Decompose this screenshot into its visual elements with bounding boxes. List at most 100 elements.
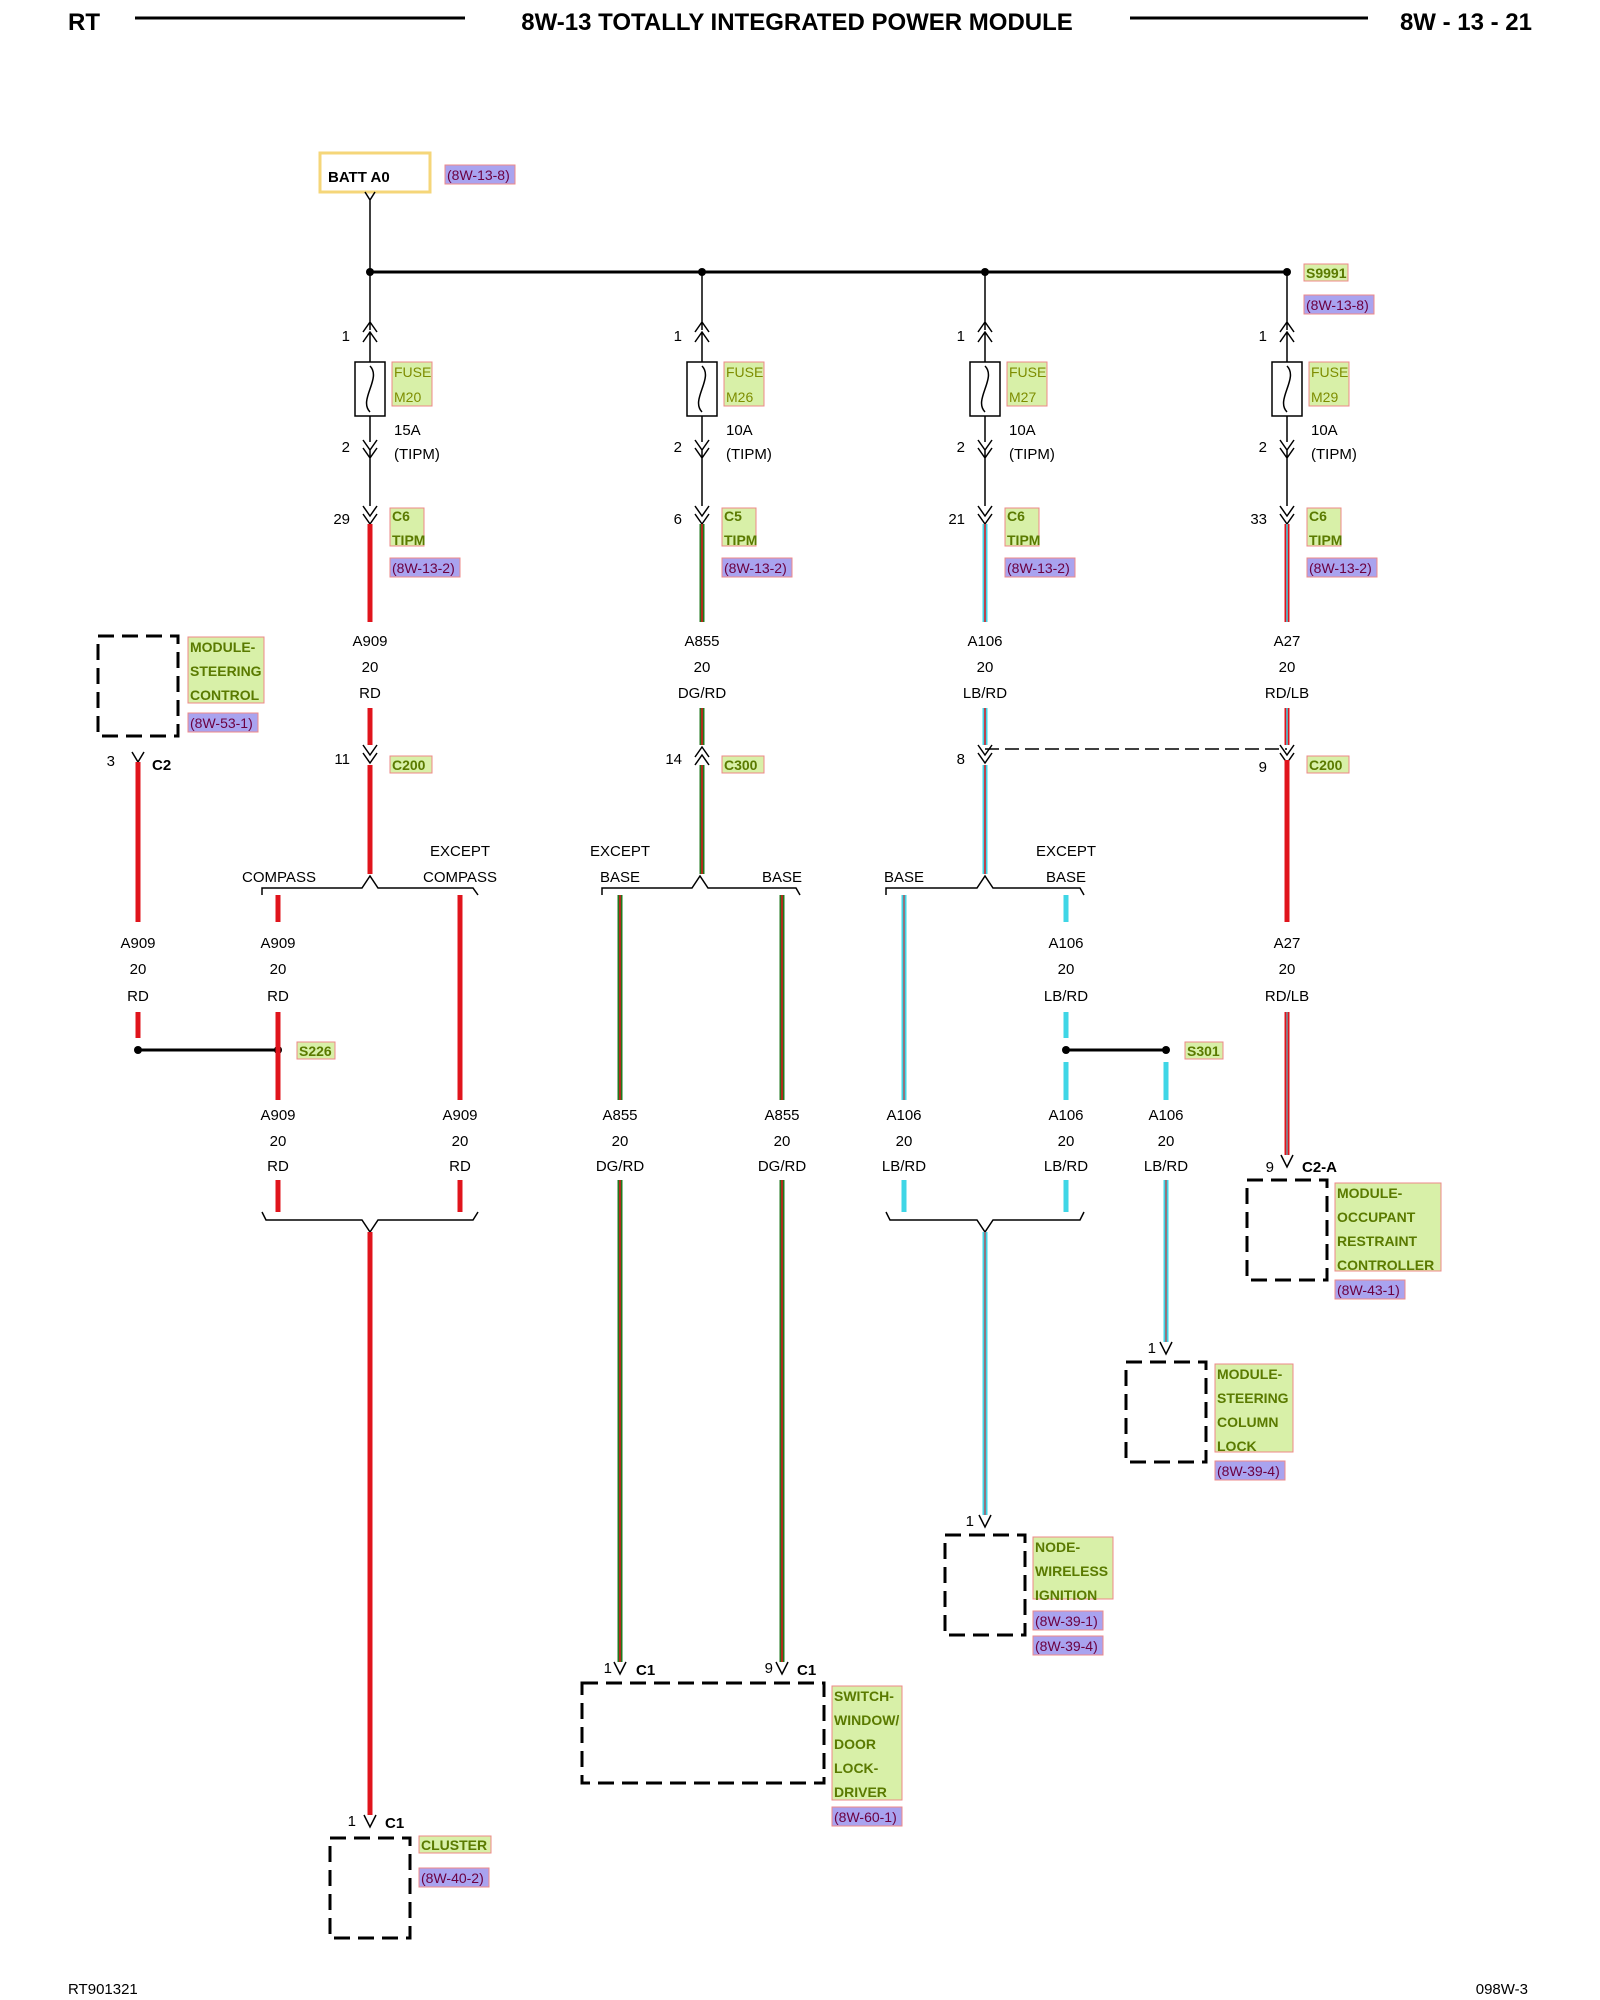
steering-control-pin: 3 bbox=[107, 753, 115, 770]
window-label-line: DOOR bbox=[834, 1736, 876, 1752]
fuse-icon bbox=[365, 365, 375, 413]
s9991-box bbox=[1303, 263, 1349, 282]
node-wireless-ignition[interactable]: 1 NODE- WIRELESS IGNITION (8W-39-1) (8W-… bbox=[943, 1513, 1114, 1656]
wireless-ref-box bbox=[1032, 1610, 1104, 1631]
inline-cavity: 14 bbox=[665, 751, 682, 768]
terminal bbox=[1159, 1341, 1173, 1356]
fuse-label-box bbox=[1006, 361, 1048, 407]
wire-label: A909 bbox=[260, 935, 295, 952]
wire-gauge: 20 bbox=[362, 659, 379, 676]
connector-ref-box bbox=[721, 557, 793, 578]
switch-window-door-lock-driver[interactable]: 1 C1 9 C1 SWITCH- WINDOW/ DOOR LOCK- DRI… bbox=[580, 1660, 903, 1827]
steering-control-label-box bbox=[187, 636, 265, 704]
window-pin-a: 1 bbox=[604, 1660, 612, 1677]
window-label-line: LOCK- bbox=[834, 1760, 879, 1776]
fuse-pin-out: 2 bbox=[342, 439, 350, 456]
connector-ref[interactable]: (8W-13-2) bbox=[1007, 560, 1070, 576]
inline-conn-box bbox=[721, 755, 765, 774]
module-steering-control[interactable]: MODULE- STEERING CONTROL (8W-53-1) 3 C2 bbox=[96, 634, 265, 774]
wire-label: RD bbox=[267, 988, 289, 1005]
merge-brace-a909 bbox=[261, 1211, 479, 1234]
a106-harness: BASE EXCEPT BASE A106 20 LB/RD S301 A106… bbox=[882, 748, 1287, 1515]
batt-a0-label: BATT A0 bbox=[328, 169, 390, 186]
fuse-label-box bbox=[391, 361, 433, 407]
terminal bbox=[362, 272, 378, 362]
occupant-ref-box bbox=[1334, 1279, 1406, 1300]
inline-conn-box bbox=[389, 755, 433, 774]
wireless-ref-2[interactable]: (8W-39-4) bbox=[1035, 1638, 1098, 1654]
window-switch-box bbox=[580, 1681, 826, 1785]
page-title: 8W-13 TOTALLY INTEGRATED POWER MODULE bbox=[521, 9, 1073, 36]
s226-label: S226 bbox=[299, 1043, 332, 1059]
module-occupant-restraint-controller[interactable]: 9 C2-A MODULE- OCCUPANT RESTRAINT CONTRO… bbox=[1245, 1154, 1442, 1300]
wireless-ref-box bbox=[1032, 1635, 1104, 1656]
connector-ref[interactable]: (8W-13-2) bbox=[392, 560, 455, 576]
splice-node bbox=[1162, 1046, 1170, 1054]
terminal bbox=[1279, 505, 1295, 526]
window-ref-box bbox=[831, 1806, 903, 1827]
fuse-tipm: (TIPM) bbox=[726, 446, 772, 463]
steering-control-conn: C2 bbox=[152, 757, 171, 774]
option-base: BASE bbox=[884, 869, 924, 886]
fuse-label: FUSE bbox=[1311, 364, 1348, 380]
option-brace-base bbox=[601, 874, 801, 896]
connector-sub: TIPM bbox=[392, 532, 425, 548]
wire-gauge: 20 bbox=[1279, 659, 1296, 676]
connector-sub: TIPM bbox=[724, 532, 757, 548]
terminal bbox=[977, 505, 993, 526]
window-conn-b: C1 bbox=[797, 1662, 816, 1679]
wire-label: A909 bbox=[260, 1107, 295, 1124]
connector-ref[interactable]: (8W-13-2) bbox=[724, 560, 787, 576]
fuse-id: M20 bbox=[394, 389, 421, 405]
terminal bbox=[977, 416, 993, 506]
wire-label: 20 bbox=[1279, 961, 1296, 978]
s301-box bbox=[1184, 1041, 1224, 1060]
cluster-label: CLUSTER bbox=[421, 1837, 487, 1853]
column-lock-ref[interactable]: (8W-39-4) bbox=[1217, 1463, 1280, 1479]
footer-left: RT901321 bbox=[68, 1981, 138, 1998]
column-lock-label-line: MODULE- bbox=[1217, 1366, 1283, 1382]
wireless-ref-1[interactable]: (8W-39-1) bbox=[1035, 1613, 1098, 1629]
a27-lower-harness: A27 20 RD/LB bbox=[1265, 760, 1309, 1155]
window-ref[interactable]: (8W-60-1) bbox=[834, 1809, 897, 1825]
wire-label: 20 bbox=[1058, 961, 1075, 978]
connector-ref[interactable]: (8W-13-2) bbox=[1309, 560, 1372, 576]
a855-harness: EXCEPT BASE BASE A855 20 DG/RD A855 20 D… bbox=[590, 843, 806, 1662]
module-steering-column-lock[interactable]: 1 MODULE- STEERING COLUMN LOCK (8W-39-4) bbox=[1124, 1340, 1294, 1481]
connector-name: C5 bbox=[724, 508, 742, 524]
terminal bbox=[362, 744, 378, 765]
column-lock-box bbox=[1124, 1360, 1208, 1464]
wire-label: 20 bbox=[270, 1133, 287, 1150]
steering-control-line1: MODULE- bbox=[190, 639, 256, 655]
s9991-label: S9991 bbox=[1306, 265, 1347, 281]
cluster-ref[interactable]: (8W-40-2) bbox=[421, 1870, 484, 1886]
occupant-ref[interactable]: (8W-43-1) bbox=[1337, 1282, 1400, 1298]
cluster-pin: 1 bbox=[348, 1813, 356, 1830]
terminal bbox=[775, 1661, 789, 1676]
cluster-box bbox=[328, 1836, 412, 1940]
terminal bbox=[694, 272, 710, 362]
wire-label: A106 bbox=[1048, 935, 1083, 952]
option-except: EXCEPT bbox=[430, 843, 490, 860]
wire-label: A106 bbox=[1048, 1107, 1083, 1124]
batt-feed-wire bbox=[364, 191, 376, 272]
splice-node bbox=[1062, 1046, 1070, 1054]
column-lock-pin: 1 bbox=[1148, 1340, 1156, 1357]
column-lock-label-line: LOCK bbox=[1217, 1438, 1257, 1454]
steering-control-ref[interactable]: (8W-53-1) bbox=[190, 715, 253, 731]
option-brace-compass bbox=[261, 874, 479, 896]
fuse-label-box bbox=[723, 361, 765, 407]
wire-label: A27 bbox=[1274, 935, 1301, 952]
batt-a0-source[interactable]: BATT A0 (8W-13-8) bbox=[318, 151, 516, 272]
s9991-ref[interactable]: (8W-13-8) bbox=[1306, 297, 1369, 313]
window-label-box bbox=[831, 1685, 903, 1801]
fuse-pin-out: 2 bbox=[674, 439, 682, 456]
fuse-icon bbox=[697, 365, 707, 413]
cluster[interactable]: 1 C1 CLUSTER (8W-40-2) bbox=[328, 1813, 492, 1940]
batt-a0-ref[interactable]: (8W-13-8) bbox=[447, 167, 510, 183]
fuse-rating: 10A bbox=[1311, 422, 1338, 439]
option-except-compass: COMPASS bbox=[423, 869, 497, 886]
option-compass: COMPASS bbox=[242, 869, 316, 886]
terminal bbox=[978, 1514, 992, 1529]
